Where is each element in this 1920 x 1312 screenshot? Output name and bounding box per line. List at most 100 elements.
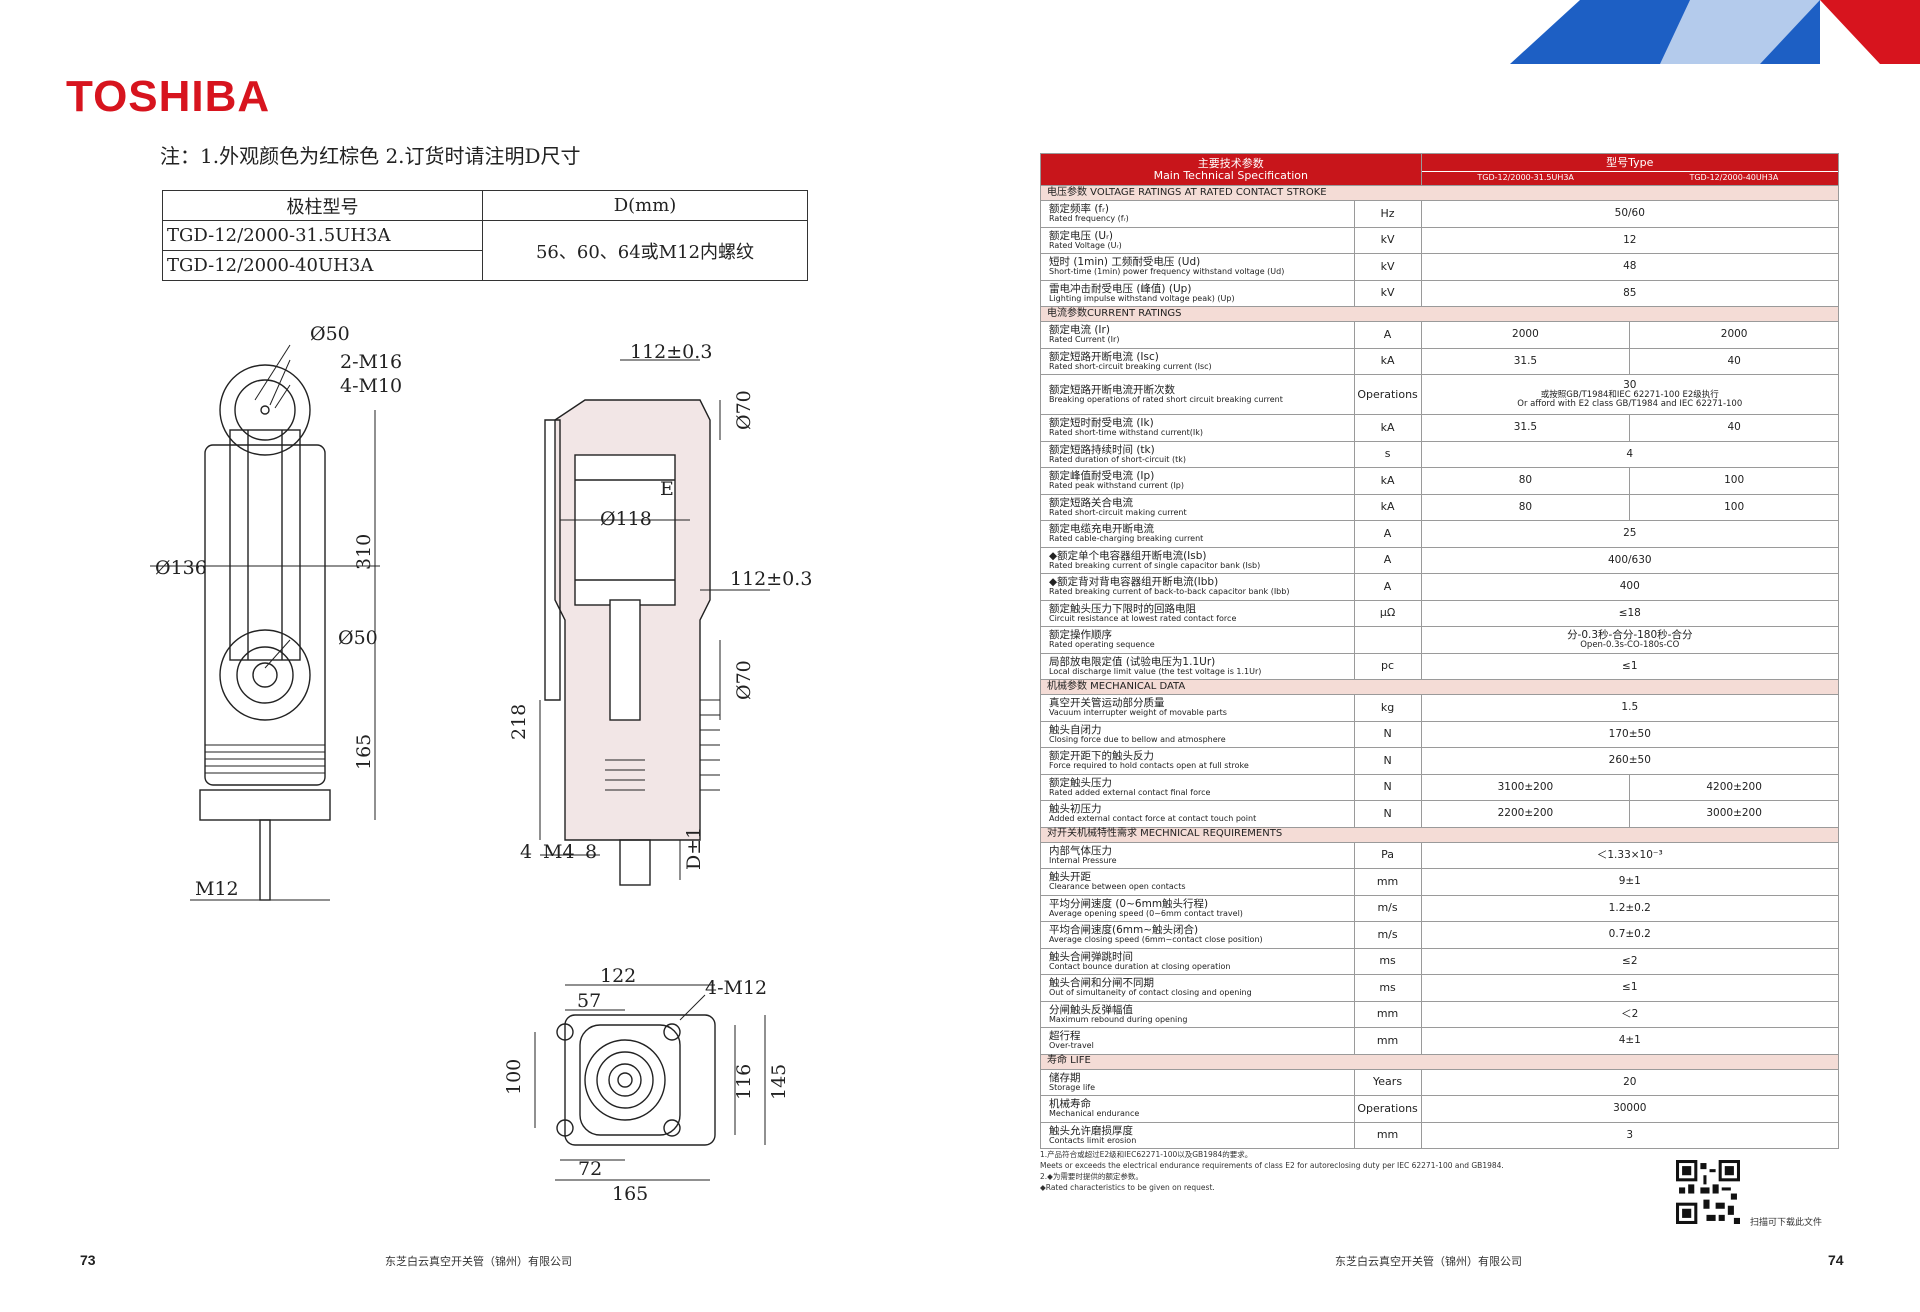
param-name-zh: 机械寿命	[1049, 1098, 1091, 1111]
param-name-zh: ◆额定单个电容器组开断电流(Isb)	[1049, 549, 1207, 562]
footnote-2: 2.◆为需要时提供的额定参数。	[1040, 1171, 1143, 1181]
param-value: 48	[1420, 253, 1840, 281]
param-value-main: 400	[1619, 580, 1640, 593]
dim-eight: 8	[585, 841, 597, 863]
model-1-header: TGD-12/2000-31.5UH3A	[1477, 172, 1574, 182]
dim-d50b: Ø50	[338, 627, 378, 649]
param-name-en: Closing force due to bellow and atmosphe…	[1049, 734, 1226, 744]
footnote-2-en: ◆Rated characteristics to be given on re…	[1040, 1182, 1215, 1192]
section-title: 对开关机械特性需求 MECHNICAL REQUIREMENTS	[1040, 826, 1839, 843]
spec-row: 额定短时耐受电流 (Ik)Rated short-time withstand …	[1040, 414, 1839, 442]
param-name-zh: 触头初压力	[1049, 803, 1102, 816]
param-name-zh: 短时 (1min) 工频耐受电压 (Ud)	[1049, 256, 1201, 269]
param-name-zh: 触头开距	[1049, 871, 1091, 884]
param-unit: pc	[1353, 652, 1422, 680]
param-name-en: Local discharge limit value (the test vo…	[1049, 666, 1262, 676]
param-unit: kA	[1353, 493, 1422, 521]
param-value: 30000	[1420, 1095, 1840, 1123]
param-name-en: Clearance between open contacts	[1049, 882, 1186, 892]
section-view-drawing	[539, 359, 770, 886]
param-unit: N	[1353, 800, 1422, 828]
param-unit: A	[1353, 321, 1422, 349]
spec-row: 局部放电限定值 (试验电压为1.1Ur)Local discharge limi…	[1040, 652, 1840, 680]
spec-row: ◆额定背对背电容器组开断电流(Ibb)Rated breaking curren…	[1040, 573, 1840, 601]
param-value: ＜1.33×10⁻³	[1420, 841, 1840, 869]
pole-model-2: TGD-12/2000-40UH3A	[162, 250, 483, 281]
param-name-en: Rated Current (Ir)	[1049, 335, 1120, 345]
param-name-en: Rated breaking current of back-to-back c…	[1049, 587, 1290, 597]
param-name-zh: 分闸触头反弹幅值	[1049, 1003, 1133, 1016]
param-name-zh: 内部气体压力	[1049, 844, 1112, 857]
param-value: 3	[1420, 1121, 1840, 1149]
dim-d50a: Ø50	[310, 323, 350, 345]
param-value: 4	[1420, 440, 1840, 468]
param-name-zh: 额定短路关合电流	[1049, 496, 1133, 509]
param-name-en: Contacts limit erosion	[1049, 1135, 1137, 1145]
param-value-main: ＜1.33×10⁻³	[1596, 848, 1663, 861]
param-value: ≤1	[1420, 652, 1840, 680]
param-name: ◆额定单个电容器组开断电流(Isb)Rated breaking current…	[1040, 546, 1355, 574]
param-value-1: 2000	[1420, 321, 1631, 349]
param-name-zh: 触头合闸弹跳时间	[1049, 950, 1133, 963]
page-number-left: 73	[80, 1252, 96, 1268]
dim-w112b: 112±0.3	[730, 568, 812, 590]
param-name-en: Rated breaking current of single capacit…	[1049, 560, 1261, 570]
param-unit: mm	[1353, 1121, 1422, 1149]
param-name-en: Short-time (1min) power frequency withst…	[1049, 267, 1285, 277]
section-title: 寿命 LIFE	[1040, 1053, 1839, 1070]
param-name: ◆额定背对背电容器组开断电流(Ibb)Rated breaking curren…	[1040, 573, 1355, 601]
spec-row: 短时 (1min) 工频耐受电压 (Ud)Short-time (1min) p…	[1040, 253, 1840, 281]
dim-m4: M4	[543, 841, 575, 863]
param-name-zh: 触头允许磨损厚度	[1049, 1124, 1133, 1137]
param-value: 1.2±0.2	[1420, 894, 1840, 922]
param-name-en: Rated cable-charging breaking current	[1049, 534, 1204, 544]
company-right: 东芝白云真空开关管（锦州）有限公司	[1335, 1255, 1522, 1268]
param-value-1: 2200±200	[1420, 800, 1631, 828]
param-name: 局部放电限定值 (试验电压为1.1Ur)Local discharge limi…	[1040, 652, 1355, 680]
spec-header-en: Main Technical Specification	[1153, 168, 1308, 182]
param-name-en: Lighting impulse withstand voltage peak)…	[1049, 293, 1235, 303]
param-name-en: Contact bounce duration at closing opera…	[1049, 961, 1231, 971]
param-name-zh: 额定触头压力	[1049, 776, 1112, 789]
param-value-2: 4200±200	[1629, 773, 1839, 801]
param-unit: kV	[1353, 253, 1422, 281]
param-value: 260±50	[1420, 747, 1840, 775]
param-name-en: Internal Pressure	[1049, 855, 1117, 865]
param-name-zh: 触头自闭力	[1049, 723, 1102, 736]
param-unit: kA	[1353, 467, 1422, 495]
dim-h218: 218	[508, 704, 530, 740]
param-unit: kA	[1353, 347, 1422, 375]
param-value-main: 30000	[1613, 1102, 1647, 1115]
param-unit: A	[1353, 520, 1422, 548]
param-value-main: 1.5	[1621, 701, 1639, 714]
param-name-zh: 额定短时耐受电流 (Ik)	[1049, 417, 1154, 430]
param-unit: A	[1353, 573, 1422, 601]
spec-row: 额定峰值耐受电流 (Ip)Rated peak withstand curren…	[1040, 467, 1839, 495]
param-value-main: ≤18	[1618, 606, 1641, 619]
section-title: 电压参数 VOLTAGE RATINGS AT RATED CONTACT ST…	[1040, 185, 1839, 201]
param-value-2: 40	[1629, 414, 1839, 442]
param-value: ≤1	[1420, 974, 1840, 1002]
param-name-en: Rated frequency (fᵣ)	[1049, 214, 1129, 224]
param-value-main: ≤1	[1622, 981, 1638, 994]
param-value-note: 或按照GB/T1984和IEC 62271-100 E2级执行	[1540, 390, 1719, 401]
param-unit: Hz	[1353, 200, 1422, 228]
param-value: 20	[1420, 1068, 1840, 1096]
